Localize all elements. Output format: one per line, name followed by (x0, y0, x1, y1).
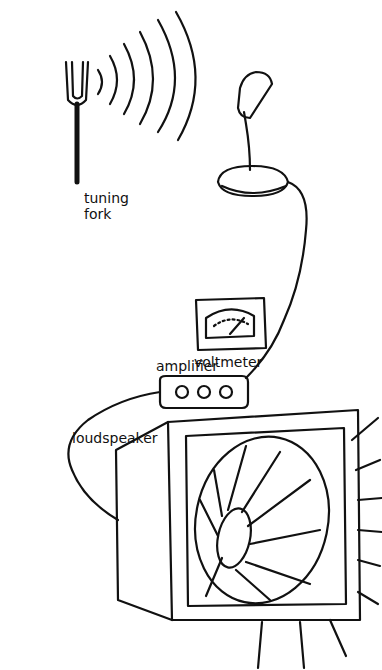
tuning-fork (66, 62, 88, 182)
amplifier-box (160, 376, 248, 408)
sound-rays (258, 418, 382, 668)
microphone (218, 72, 288, 196)
cable (68, 392, 160, 520)
part-label: tuning fork (84, 190, 148, 222)
sound-waves (98, 12, 196, 140)
part-label: amplifier (156, 358, 256, 374)
part-label: loudspeaker (72, 430, 182, 446)
voltmeter-symbol (196, 298, 266, 350)
